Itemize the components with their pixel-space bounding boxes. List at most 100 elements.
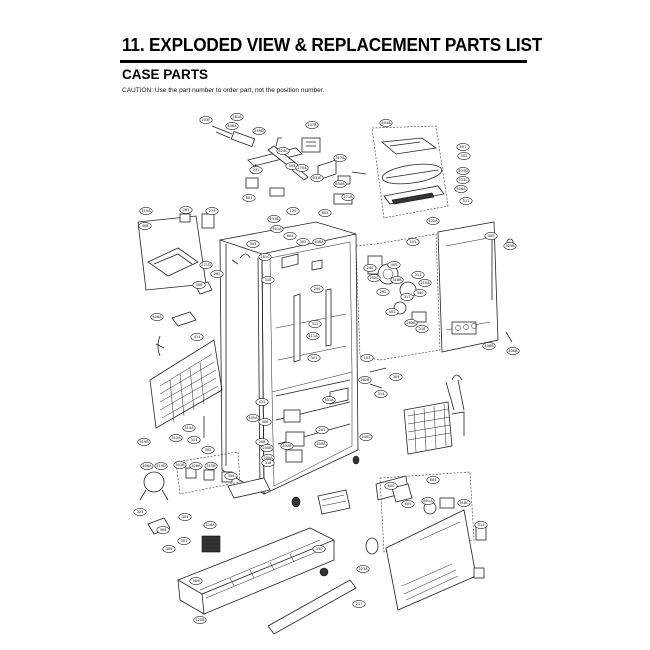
callout-label: 503A (381, 121, 391, 125)
part-callout: 501A (270, 225, 284, 233)
part-callout: 604 (283, 232, 297, 240)
callout-label: 405 (391, 263, 398, 267)
part-callout: 279 (205, 207, 219, 215)
part-callout: 340 (413, 289, 427, 297)
callout-bubble (178, 513, 192, 521)
callout-bubble (307, 354, 321, 362)
callout-bubble (258, 418, 272, 426)
part-callout: 502 (457, 152, 471, 160)
callout-bubble (310, 174, 324, 182)
callout-bubble (305, 121, 319, 129)
callout-bubble (387, 261, 401, 269)
part-callout: 323A (356, 565, 370, 573)
part-callout: 326A (189, 462, 203, 470)
callout-label: 317A (335, 156, 345, 160)
part-callout: 408B (482, 342, 496, 350)
part-callout: 405A (246, 414, 260, 422)
callout-label: 325 (137, 510, 144, 514)
part-callout: 262 (376, 288, 390, 296)
part-callout: 312 (308, 320, 322, 328)
callout-label: 203F (202, 118, 211, 122)
callout-bubble (169, 434, 183, 442)
part-callout: 315A (139, 207, 153, 215)
part-callout: 408A (312, 238, 326, 246)
part-callout: 318 (415, 325, 429, 333)
callout-bubble (246, 240, 260, 248)
callout-bubble (312, 545, 326, 553)
callout-label: 325B (505, 244, 515, 248)
callout-bubble (418, 279, 432, 287)
main-cabinet (218, 221, 360, 495)
callout-bubble (295, 164, 309, 172)
callout-bubble (193, 616, 207, 624)
machine-cover-assembly (365, 471, 487, 611)
part-callout: 601 (242, 194, 256, 202)
callout-bubble (156, 526, 170, 534)
part-callout: 103 (360, 354, 374, 362)
callout-bubble (199, 116, 213, 124)
callout-bubble (192, 281, 206, 289)
part-callout: 301 (307, 354, 321, 362)
callout-label: 312 (312, 322, 319, 326)
callout-bubble (258, 253, 272, 261)
callout-bubble (204, 462, 218, 470)
callout-label: 301B (175, 463, 185, 467)
callout-label: 120B (195, 618, 205, 622)
callout-bubble (280, 442, 294, 450)
part-callout: 207B (305, 121, 319, 129)
part-callout: 402 (385, 308, 399, 316)
callout-label: 308 (196, 283, 204, 287)
part-callout: 631B (267, 215, 281, 223)
callout-bubble (283, 232, 297, 240)
callout-label: 501 (460, 145, 467, 149)
callout-label: 503 (289, 164, 296, 168)
callout-label: 409A (316, 442, 326, 446)
callout-label: 323A (358, 567, 368, 571)
part-callout: 406A (150, 313, 164, 321)
callout-label: 409 (488, 234, 496, 238)
callout-bubble (506, 347, 520, 355)
callout-label: 318 (419, 327, 427, 331)
callout-bubble (457, 499, 471, 507)
callout-label: 271D (201, 263, 211, 267)
part-callout: 318 (261, 276, 275, 284)
callout-label: 315A (141, 209, 151, 213)
part-callout: 203F (199, 116, 213, 124)
part-callout: 270A (295, 164, 309, 172)
part-callout: 309 (389, 373, 403, 381)
part-callout: 411 (190, 333, 204, 341)
callout-bubble (267, 215, 281, 223)
evaporator-assembly (369, 367, 465, 455)
callout-bubble (411, 271, 425, 279)
part-callout: 503A (379, 119, 393, 127)
callout-bubble (190, 333, 204, 341)
callout-label: 318 (265, 461, 273, 465)
callout-bubble (322, 396, 336, 404)
callout-label: 200A (263, 456, 273, 460)
callout-label: 318 (265, 278, 273, 282)
callout-bubble (384, 482, 398, 490)
part-callout: 252C (367, 274, 381, 282)
callout-bubble (242, 194, 256, 202)
callout-label: 604 (287, 234, 295, 238)
callout-label: 3D6 (192, 579, 200, 583)
callout-bubble (333, 180, 347, 188)
part-callout: 120B (193, 616, 207, 624)
callout-bubble (421, 497, 435, 505)
callout-label: 411A (308, 334, 318, 338)
callout-label: 262 (214, 272, 221, 276)
part-callout: 3D6 (189, 577, 203, 585)
part-callout: 317A (333, 154, 347, 162)
callout-label: 281A (232, 115, 242, 119)
callout-bubble (352, 600, 366, 608)
callout-label: 501A (272, 227, 282, 231)
callout-label: 207B (307, 123, 317, 127)
part-callout: 601A (421, 497, 435, 505)
callout-label: 408A (314, 240, 324, 244)
compressor-area (139, 451, 271, 553)
callout-bubble (270, 225, 284, 233)
callout-bubble (400, 293, 414, 301)
callout-label: 402 (389, 310, 396, 314)
part-callout: 411A (306, 332, 320, 340)
